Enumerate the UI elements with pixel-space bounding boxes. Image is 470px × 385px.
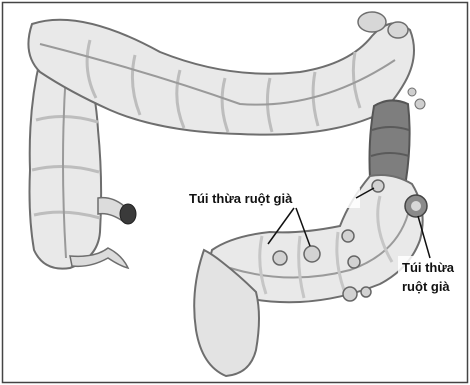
diverticulum-3 [348, 256, 360, 268]
diverticulum-4 [343, 287, 357, 301]
diverticulum-2 [304, 246, 320, 262]
ileum-opening [120, 204, 136, 224]
ileum-stump [98, 198, 124, 222]
diverticulum-large-inner [411, 201, 421, 211]
label-diverticula-right-line1: Túi thừa [402, 260, 455, 275]
descending-colon [370, 100, 410, 183]
pouch-descending-1 [415, 99, 425, 109]
pouch-descending-2 [408, 88, 416, 96]
diverticulum-6 [342, 230, 354, 242]
splenic-pouch-2 [388, 22, 408, 38]
diverticulum-5 [361, 287, 371, 297]
diverticulum-1 [273, 251, 287, 265]
label-diverticula-left: Túi thừa ruột già [189, 191, 293, 206]
splenic-pouch-1 [358, 12, 386, 32]
label-diverticula-right-line2: ruột già [402, 279, 450, 294]
diverticulum-7 [372, 180, 384, 192]
